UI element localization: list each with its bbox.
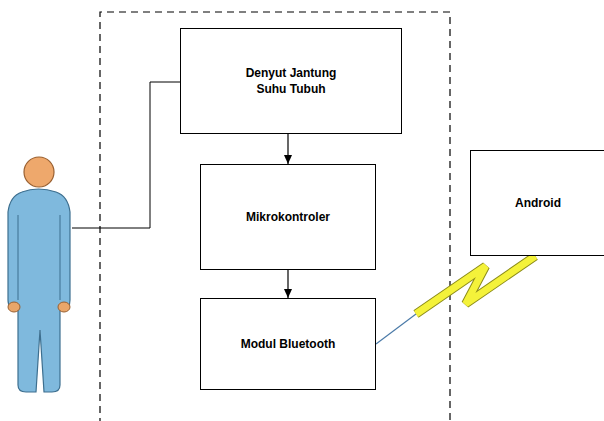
process-box: Modul Bluetooth bbox=[200, 298, 376, 390]
connector bbox=[376, 256, 535, 344]
box-label: Modul Bluetooth bbox=[241, 336, 336, 352]
box-label: Mikrokontroler bbox=[246, 209, 330, 225]
sensor-wire bbox=[72, 82, 180, 228]
process-box: Android bbox=[470, 150, 604, 256]
process-box: Mikrokontroler bbox=[200, 164, 376, 270]
person-figure bbox=[8, 157, 70, 392]
connector bbox=[288, 270, 289, 298]
connector bbox=[288, 134, 289, 164]
process-box: Denyut Jantung Suhu Tubuh bbox=[180, 28, 402, 134]
box-label: Denyut Jantung Suhu Tubuh bbox=[236, 65, 346, 97]
dashed-boundary bbox=[100, 12, 450, 421]
box-label: Android bbox=[515, 195, 561, 211]
